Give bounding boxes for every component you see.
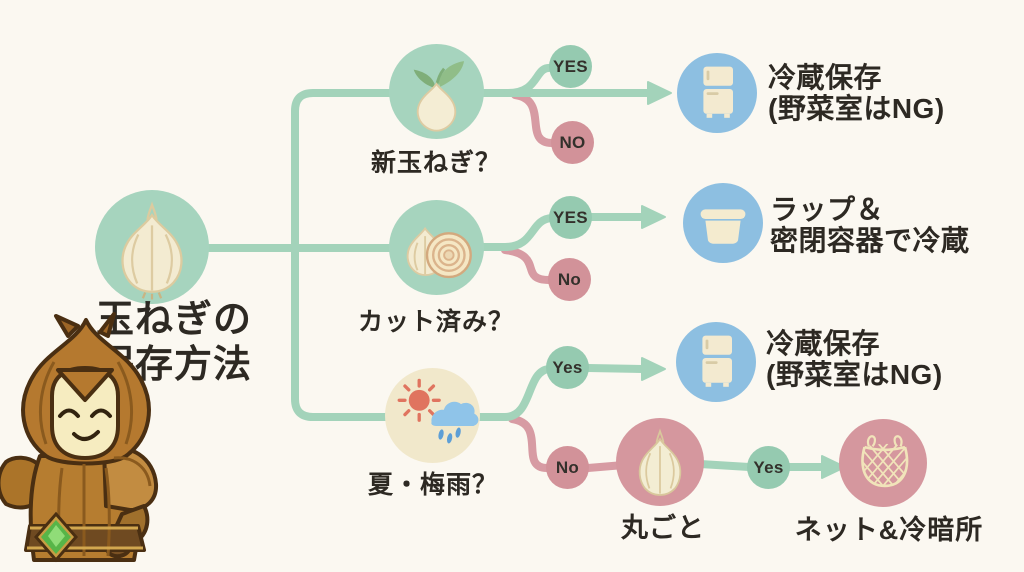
- question-label-3: 夏・梅雨？: [367, 471, 498, 499]
- result-node-container: [683, 183, 763, 263]
- result-text-1: 冷蔵保存 (野菜室はNG): [768, 62, 945, 124]
- yes-badge-3-label: Yes: [552, 357, 583, 377]
- mascot-face: [58, 408, 112, 441]
- question-node-season: [385, 368, 480, 463]
- sun-icon: [397, 378, 441, 422]
- question-label-1: 新玉ねぎ？: [370, 149, 501, 177]
- net-bag-node: [839, 419, 927, 507]
- page-title: 玉ねぎの 保存方法: [96, 298, 252, 388]
- question-node-new-onion: [389, 44, 484, 139]
- no-badge-3-label: No: [555, 457, 580, 477]
- question-node-cut-onion: [389, 200, 484, 295]
- yes-badge-4-label: Yes: [753, 457, 784, 477]
- yes-badge-4: Yes: [747, 446, 790, 489]
- net-bag-label: ネット&冷暗所: [794, 515, 984, 545]
- refrigerator-icon: [703, 66, 733, 118]
- root-node-onion: [95, 190, 209, 304]
- onion-icon: [121, 201, 183, 300]
- result-1-line-2: (野菜室はNG): [768, 93, 945, 124]
- yes-badge-2: YES: [549, 196, 592, 239]
- rain-cloud-icon: [431, 401, 479, 444]
- sun-rain-icon: [397, 378, 479, 444]
- sealed-container-icon: [700, 209, 746, 244]
- result-text-3: 冷蔵保存 (野菜室はNG): [766, 328, 943, 390]
- yes-badge-3: Yes: [546, 346, 589, 389]
- net-bag-icon: [861, 435, 909, 488]
- no-badge-2: No: [548, 258, 591, 301]
- result-1-line-1: 冷蔵保存: [768, 62, 883, 93]
- result-3-line-2: (野菜室はNG): [766, 359, 943, 390]
- sprout-onion-icon: [413, 61, 465, 132]
- no-badge-3: No: [546, 446, 589, 489]
- title-line-1: 玉ねぎの: [96, 299, 253, 341]
- yes-badge-2-label: YES: [553, 207, 588, 227]
- result-node-fridge-2: [676, 322, 756, 402]
- refrigerator-icon: [702, 335, 732, 387]
- yes-badge-1-label: YES: [553, 56, 588, 76]
- whole-onion-label: 丸ごと: [621, 513, 705, 543]
- whole-onion-icon: [638, 428, 682, 496]
- result-text-2: ラップ＆ 密閉容器で冷蔵: [770, 194, 970, 256]
- cut-onion-icon: [406, 226, 472, 279]
- result-2-line-1: ラップ＆: [770, 194, 885, 225]
- result-3-line-1: 冷蔵保存: [766, 328, 881, 359]
- result-node-fridge-1: [677, 53, 757, 133]
- no-badge-1-label: NO: [559, 132, 586, 152]
- question-label-2: カット済み？: [357, 308, 514, 336]
- yes-badge-1: YES: [549, 45, 592, 88]
- no-badge-2-label: No: [557, 269, 582, 289]
- result-2-line-2: 密閉容器で冷蔵: [770, 225, 970, 256]
- whole-onion-node: [616, 418, 704, 506]
- onion-knight-mascot: [0, 312, 159, 563]
- no-badge-1: NO: [551, 121, 594, 164]
